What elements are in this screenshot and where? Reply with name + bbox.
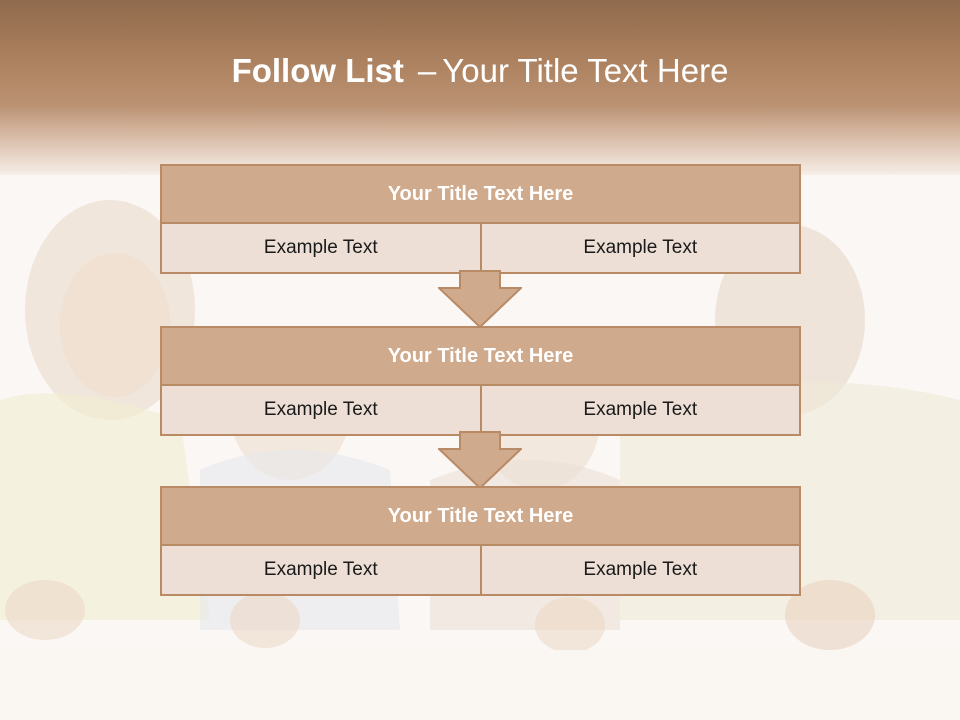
flow-step-1: Your Title Text Here Example Text Exampl… [160,164,801,274]
step-left-text: Example Text [263,399,378,420]
step-title: Your Title Text Here [162,166,799,224]
step-right-text: Example Text [479,546,800,594]
step-left-text: Example Text [263,237,378,258]
step-row: Example Text Example Text [162,546,799,594]
step-left-text: Example Text [263,559,378,580]
step-row: Example Text Example Text [162,224,799,272]
step-title: Your Title Text Here [162,488,799,546]
title-bold: Follow List [231,52,404,89]
slide-title: Follow List–Your Title Text Here [0,52,960,90]
step-right-text: Example Text [479,224,800,272]
down-arrow-icon [438,270,522,328]
header-band [0,0,960,175]
title-rest: Your Title Text Here [442,52,729,89]
title-separator: – [417,52,437,89]
step-title: Your Title Text Here [162,328,799,386]
step-right-text: Example Text [479,386,800,434]
flow-step-3: Your Title Text Here Example Text Exampl… [160,486,801,596]
step-row: Example Text Example Text [162,386,799,434]
flow-step-2: Your Title Text Here Example Text Exampl… [160,326,801,436]
down-arrow-icon [438,431,522,489]
